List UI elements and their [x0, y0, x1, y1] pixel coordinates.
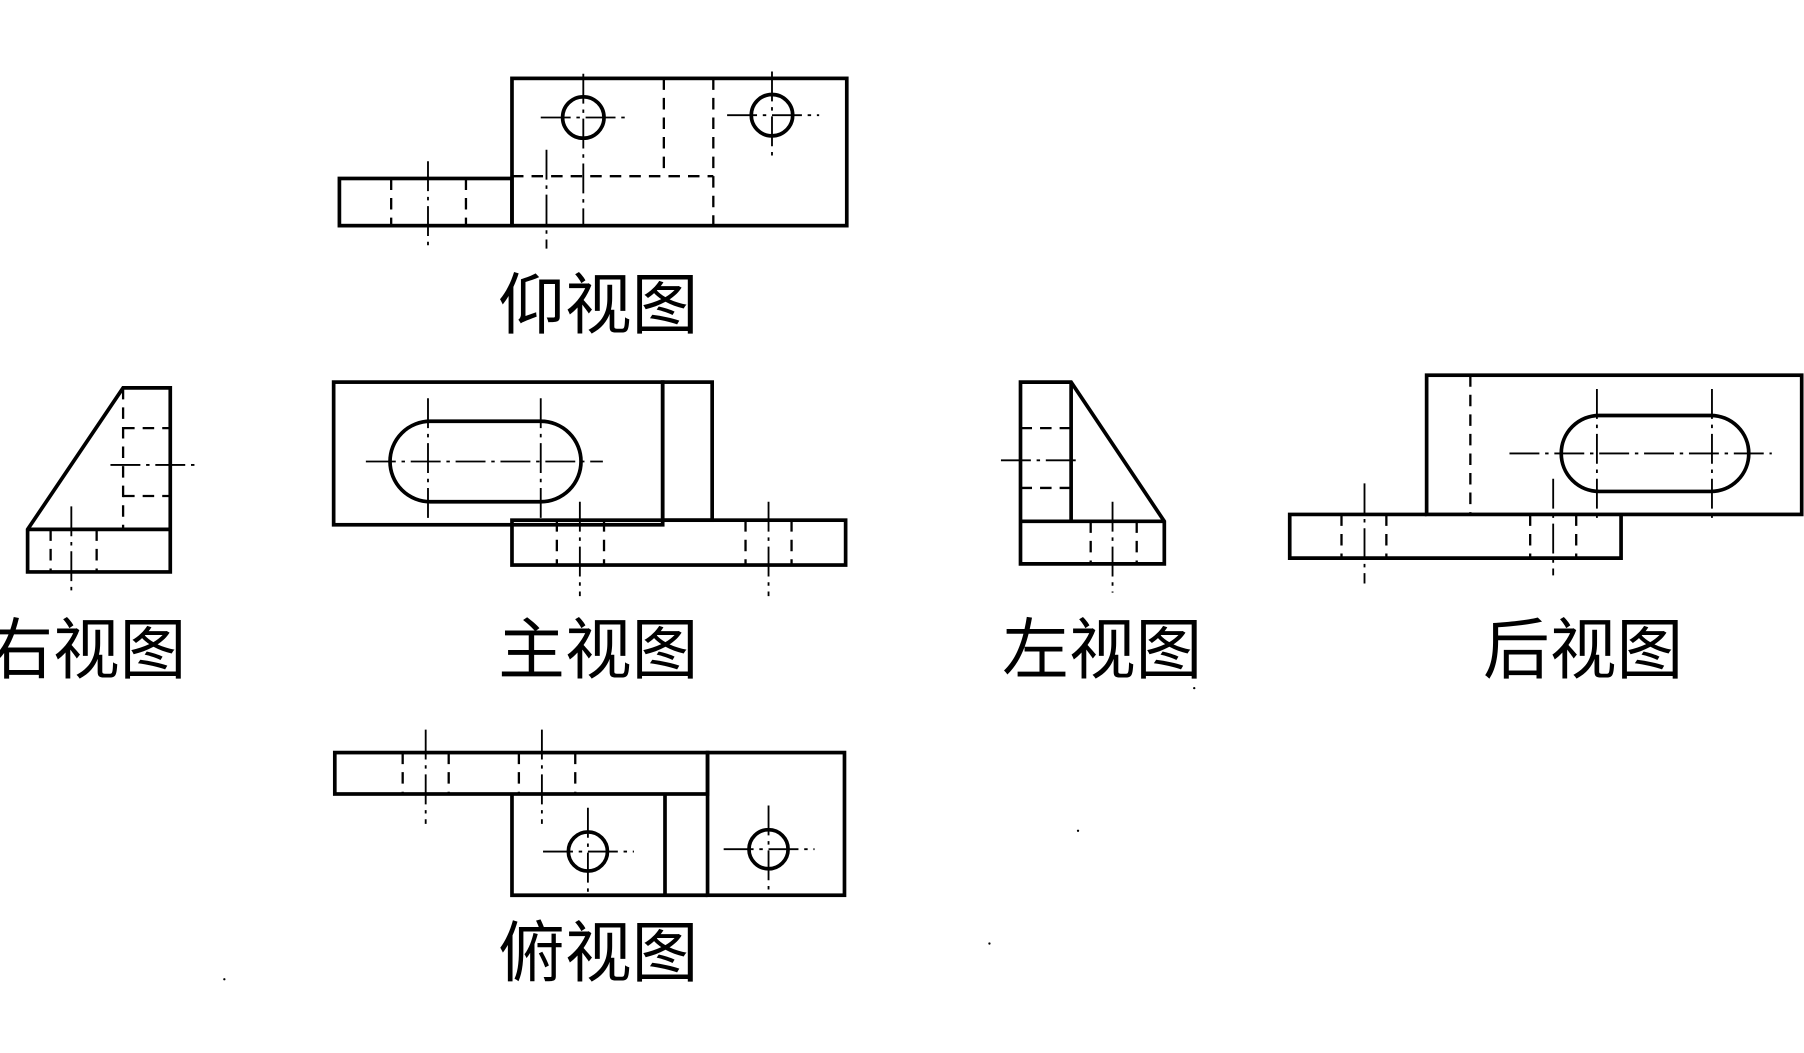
bottom-view-body-outline [510, 76, 849, 228]
front-view: 主视图 [331, 380, 848, 689]
front-view-label: 主视图 [498, 611, 698, 689]
scan-specks [223, 686, 1196, 981]
speck [223, 978, 226, 981]
speck [1076, 829, 1080, 832]
bottom-view-label: 仰视图 [498, 266, 698, 344]
front-view-base-outline [510, 518, 848, 567]
rear-view-base-outline [1287, 512, 1623, 560]
rear-view-slot [1559, 413, 1751, 494]
right-view-label: 右视图 [0, 611, 186, 689]
speck [1193, 686, 1196, 690]
right-view-outline [25, 386, 173, 574]
right-view: 右视图 [0, 386, 198, 689]
rear-view-label: 后视图 [1483, 611, 1683, 689]
bottom-view: 仰视图 [337, 71, 849, 344]
rear-view: 后视图 [1287, 373, 1804, 689]
top-view-body-outline [510, 793, 708, 898]
left-view: 左视图 [1000, 380, 1202, 689]
top-view-label: 俯视图 [498, 914, 698, 992]
left-view-label: 左视图 [1002, 611, 1202, 689]
front-view-rib-outline [660, 380, 715, 523]
top-view-base-outline [332, 750, 710, 796]
top-view: 俯视图 [332, 729, 847, 992]
left-view-outline [1018, 380, 1167, 566]
speck [988, 942, 991, 945]
top-view-block-outline [705, 750, 847, 898]
bottom-view-base-outline [337, 176, 514, 228]
rear-view-body-outline [1424, 373, 1804, 517]
